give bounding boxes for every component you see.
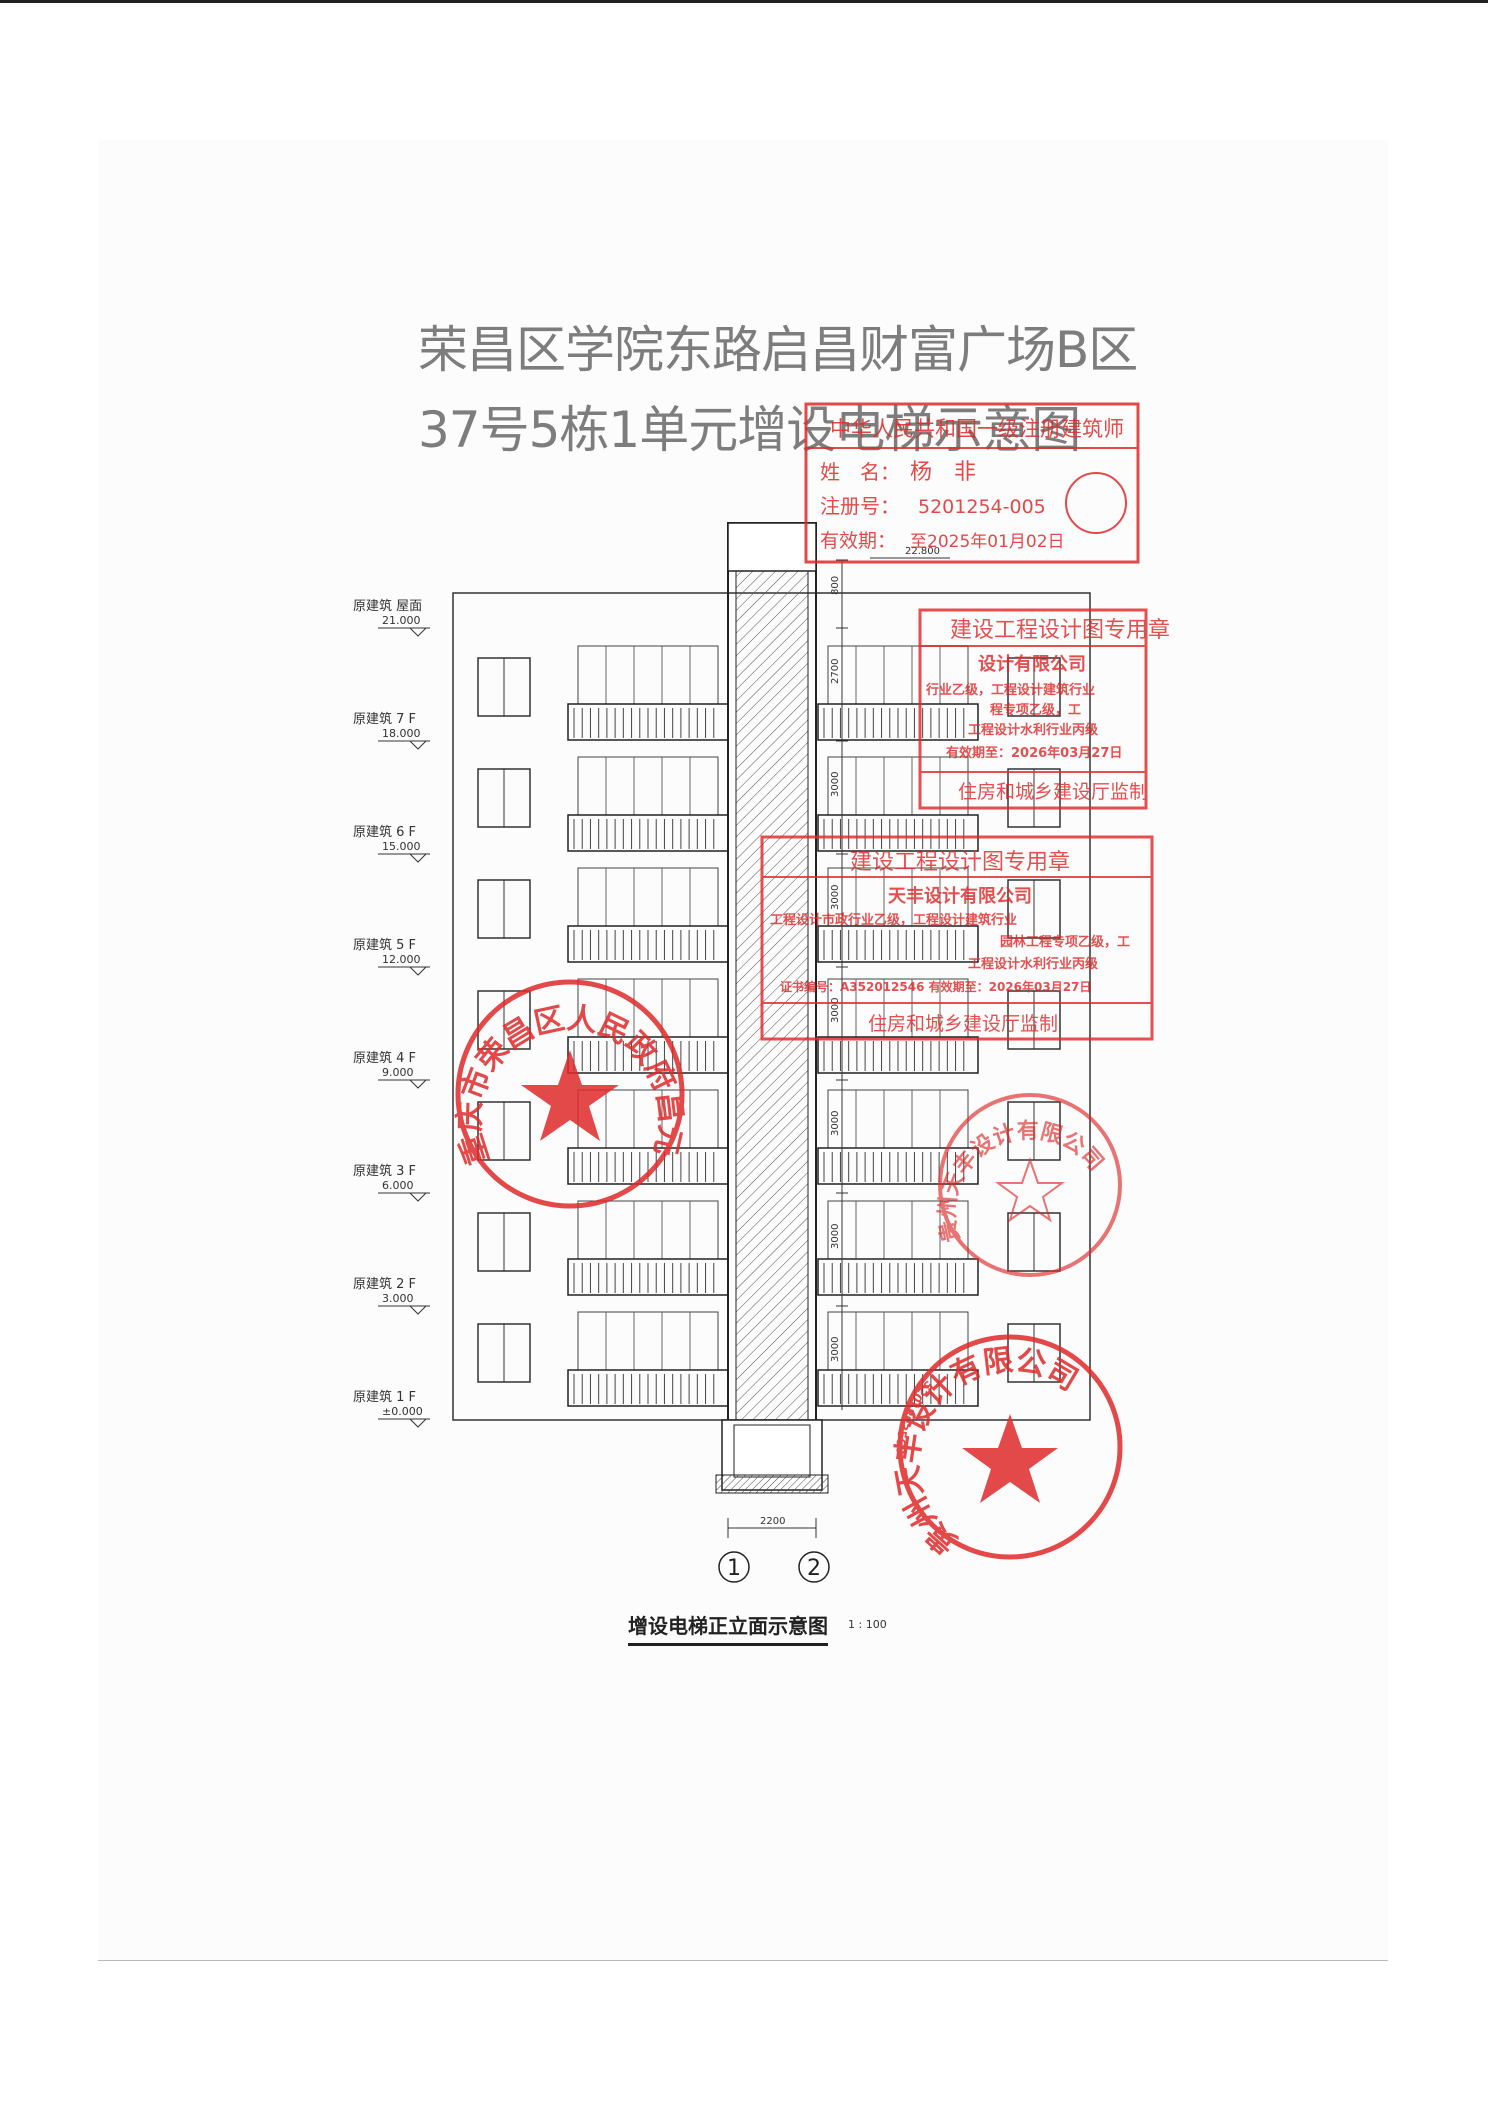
- level-marker: 原建筑 4 F9.000: [353, 1050, 430, 1089]
- vertical-dimension-label: 2700: [830, 659, 841, 684]
- level-elevation: 18.000: [382, 727, 421, 740]
- level-label: 原建筑 屋面: [353, 598, 422, 614]
- level-label: 原建筑 4 F: [353, 1050, 416, 1066]
- level-elevation: 9.000: [382, 1066, 414, 1079]
- architect-registration-stamp: 中华人民共和国一级注册建筑师 姓 名： 杨 非 注册号： 5201254-005…: [804, 402, 1140, 564]
- axis-bubble-2: 2: [798, 1551, 830, 1583]
- level-elevation: 3.000: [382, 1292, 414, 1305]
- star-icon: [994, 1156, 1066, 1223]
- svg-text:证书编号：A352012546 有效期至：2026年03月2: 证书编号：A352012546 有效期至：2026年03月27日: [780, 979, 1091, 994]
- company-round-seal-1: 贵州天丰设计有限公司: [935, 1093, 1122, 1277]
- balcony: [817, 978, 979, 1074]
- balcony: [567, 867, 729, 963]
- svg-text:有效期：: 有效期：: [820, 530, 896, 552]
- svg-text:至2025年01月02日: 至2025年01月02日: [910, 532, 1065, 552]
- vertical-dimension-label: 800: [830, 576, 841, 595]
- svg-text:行业乙级，工程设计建筑行业: 行业乙级，工程设计建筑行业: [925, 682, 1095, 698]
- axis-bubble-1: 1: [718, 1551, 750, 1583]
- balcony: [817, 1200, 979, 1296]
- document-title-line-2: 37号5栋1单元增设电梯示意图: [418, 401, 1081, 459]
- svg-text:天丰设计有限公司: 天丰设计有限公司: [888, 885, 1032, 907]
- level-elevation: 21.000: [382, 614, 421, 627]
- government-seal-text: 重庆市荣昌区人民政府昌元街道办事处: [0, 0, 688, 1169]
- level-label: 原建筑 3 F: [353, 1163, 416, 1179]
- level-marker: 原建筑 7 F18.000: [353, 711, 430, 750]
- svg-text:建设工程设计图专用章: 建设工程设计图专用章: [850, 850, 1070, 875]
- level-marker: 原建筑 5 F12.000: [353, 937, 430, 976]
- balcony: [567, 1311, 729, 1407]
- vertical-dimension-label: 3000: [830, 1337, 841, 1362]
- floor: [477, 645, 1061, 741]
- star-icon: [962, 1414, 1058, 1503]
- floor: [477, 1089, 1061, 1185]
- vertical-dimension-label: 3000: [830, 1224, 841, 1249]
- svg-text:住房和城乡建设厅监制: 住房和城乡建设厅监制: [958, 781, 1148, 803]
- design-seal-1: 建设工程设计图专用章 设计有限公司 行业乙级，工程设计建筑行业 程专项乙级，工 …: [918, 608, 1170, 810]
- svg-text:中华人民共和国一级注册建筑师: 中华人民共和国一级注册建筑师: [830, 417, 1124, 441]
- floor: [477, 867, 1061, 963]
- vertical-dimensions: 800 2700 3000 3000 3000 3000 3000 3000: [830, 559, 848, 1362]
- drawing-scale: 1 : 100: [848, 1618, 887, 1631]
- top-elevation-label: 22.800: [905, 546, 940, 557]
- balcony: [817, 1089, 979, 1185]
- star-icon: [521, 1050, 619, 1141]
- balcony: [817, 867, 979, 963]
- width-dimension-label: 2200: [760, 1516, 785, 1527]
- vertical-dimension-label: 3000: [830, 772, 841, 797]
- level-elevation: 12.000: [382, 953, 421, 966]
- balcony: [567, 1200, 729, 1296]
- floor: [477, 1311, 1061, 1407]
- svg-text:有效期至：2026年03月27日: 有效期至：2026年03月27日: [946, 745, 1122, 761]
- balcony: [817, 1311, 979, 1407]
- government-round-seal: 重庆市荣昌区人民政府昌元街道办事处: [0, 0, 688, 1209]
- level-label: 原建筑 7 F: [353, 711, 416, 727]
- svg-text:工程设计市政行业乙级，工程设计建筑行业: 工程设计市政行业乙级，工程设计建筑行业: [770, 912, 1017, 928]
- svg-text:住房和城乡建设厅监制: 住房和城乡建设厅监制: [868, 1013, 1058, 1035]
- level-marker: 原建筑 3 F6.000: [353, 1163, 430, 1202]
- svg-text:工程设计水利行业丙级: 工程设计水利行业丙级: [968, 722, 1099, 738]
- level-elevation: 6.000: [382, 1179, 414, 1192]
- floor: [477, 978, 1061, 1074]
- svg-text:杨 非: 杨 非: [910, 460, 976, 485]
- drawing-caption: 增设电梯正立面示意图: [628, 1610, 828, 1646]
- elevator-shaft: [715, 522, 829, 1494]
- svg-text:姓 名：: 姓 名：: [820, 460, 900, 484]
- level-marker: 原建筑 1 F±0.000: [353, 1389, 430, 1428]
- balcony: [567, 645, 729, 741]
- svg-text:建设工程设计图专用章: 建设工程设计图专用章: [950, 618, 1170, 643]
- balcony: [567, 756, 729, 852]
- svg-text:设计有限公司: 设计有限公司: [978, 653, 1086, 675]
- document-title-line-1: 荣昌区学院东路启昌财富广场B区: [418, 321, 1138, 379]
- page-top-border: [0, 0, 1488, 3]
- balcony: [567, 1089, 729, 1185]
- svg-text:注册号：: 注册号：: [820, 494, 900, 518]
- svg-text:程专项乙级，工: 程专项乙级，工: [990, 702, 1081, 718]
- level-elevation: ±0.000: [382, 1405, 423, 1418]
- vertical-dimension-label: 3000: [830, 998, 841, 1023]
- level-marker: 原建筑 2 F3.000: [353, 1276, 430, 1315]
- balcony: [817, 645, 979, 741]
- balcony: [817, 756, 979, 852]
- svg-text:园林工程专项乙级，工: 园林工程专项乙级，工: [1000, 934, 1130, 950]
- level-elevation: 15.000: [382, 840, 421, 853]
- svg-text:1: 1: [727, 1556, 741, 1581]
- sheet-bottom-line: [98, 1960, 1388, 1961]
- level-label: 原建筑 1 F: [353, 1389, 416, 1405]
- vertical-dimension-label: 3000: [830, 885, 841, 910]
- level-label: 原建筑 6 F: [353, 824, 416, 840]
- level-label: 原建筑 2 F: [353, 1276, 416, 1292]
- vertical-dimension-label: 3000: [830, 1111, 841, 1136]
- design-seal-2: 建设工程设计图专用章 天丰设计有限公司 工程设计市政行业乙级，工程设计建筑行业 …: [760, 835, 1154, 1041]
- svg-text:5201254-005: 5201254-005: [918, 496, 1046, 518]
- level-label: 原建筑 5 F: [353, 937, 416, 953]
- level-marker: 原建筑 6 F15.000: [353, 824, 430, 863]
- svg-text:工程设计水利行业丙级: 工程设计水利行业丙级: [968, 956, 1099, 972]
- svg-text:2: 2: [807, 1556, 821, 1581]
